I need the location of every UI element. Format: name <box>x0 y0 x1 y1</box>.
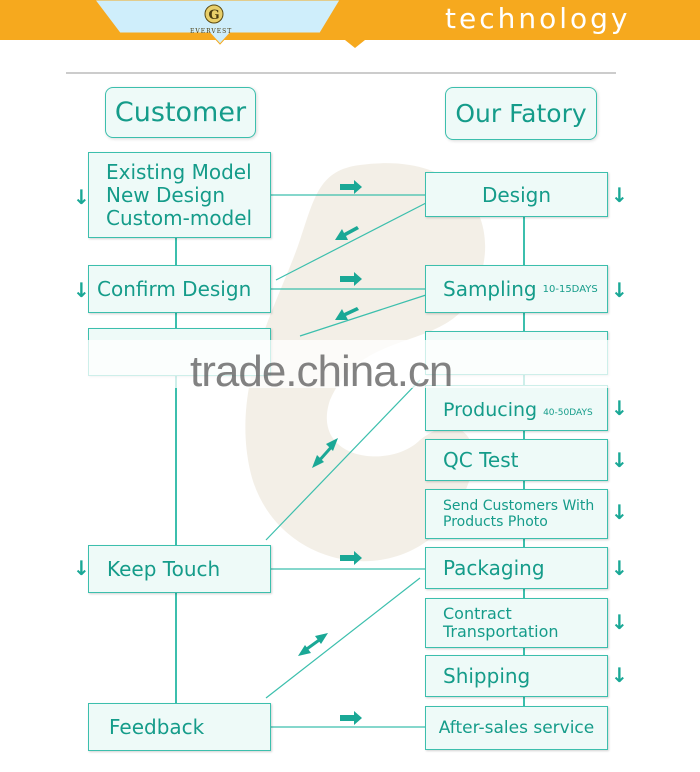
transport-line2: Transportation <box>443 622 559 641</box>
producing-label: Producing <box>443 399 538 421</box>
right-arrow-icon <box>340 272 362 286</box>
down-arrow-icon: ↓ <box>611 278 628 302</box>
design-label: Design <box>481 182 552 207</box>
factory-header: Our Fatory <box>445 87 597 140</box>
sampling-days: 10-15DAYS <box>542 283 598 295</box>
down-arrow-icon: ↓ <box>611 396 628 420</box>
connector <box>299 294 427 337</box>
arrow-head <box>312 455 324 468</box>
down-arrow-icon: ↓ <box>611 448 628 472</box>
after-sales-label: After-sales service <box>438 718 595 738</box>
left-down-arrow-icon <box>335 307 359 320</box>
send-photo-line1: Send Customers With <box>443 498 595 514</box>
down-arrow-icon: ↓ <box>73 278 90 302</box>
brand-name: EVERVEST <box>190 28 233 35</box>
connector <box>265 379 421 541</box>
customer-header: Customer <box>105 87 256 138</box>
svg-text:G: G <box>208 8 219 23</box>
right-arrow-icon <box>340 551 362 565</box>
inquiry-new: New Design <box>106 182 226 207</box>
feedback-label: Feedback <box>109 715 205 739</box>
packaging-label: Packaging <box>443 556 545 580</box>
right-arrow-icon <box>340 711 362 725</box>
factory-header-label: Our Fatory <box>455 99 587 128</box>
transport-line1: Contract <box>443 604 512 623</box>
left-down-arrow-icon <box>335 226 359 240</box>
inquiry-existing: Existing Model <box>106 159 252 184</box>
connector <box>265 577 421 699</box>
sampling-label: Sampling <box>443 277 537 301</box>
feedback-box: Feedback <box>88 703 271 751</box>
arrow-head <box>326 438 338 451</box>
keep-touch-box: Keep Touch <box>88 545 271 593</box>
watermark-band <box>80 340 620 388</box>
sampling-box: Sampling 10-15DAYS <box>425 265 608 313</box>
after-sales-box: After-sales service <box>425 706 608 750</box>
inquiry-custom: Custom-model <box>106 205 253 230</box>
down-arrow-icon: ↓ <box>611 663 628 687</box>
right-arrow-icon <box>340 180 362 194</box>
confirm-design-label: Confirm Design <box>97 277 252 301</box>
customer-header-label: Customer <box>114 97 247 128</box>
banner-tagline: technology <box>445 2 631 35</box>
design-box: Design <box>425 172 608 217</box>
keep-touch-label: Keep Touch <box>107 557 221 581</box>
down-arrow-icon: ↓ <box>611 610 628 634</box>
producing-box: Producing 40-50DAYS <box>425 385 608 431</box>
confirm-design-box: Confirm Design <box>88 265 271 313</box>
down-arrow-icon: ↓ <box>611 500 628 524</box>
arrow-head <box>315 633 328 644</box>
watermark: trade.china.cn <box>190 347 453 396</box>
down-arrow-icon: ↓ <box>73 185 90 209</box>
inquiry-box: Existing Model New Design Custom-model <box>88 152 271 238</box>
send-photo-box: Send Customers With Products Photo <box>425 489 608 539</box>
send-photo-line2: Products Photo <box>443 514 548 530</box>
shipping-label: Shipping <box>443 664 531 688</box>
logo-icon <box>204 4 224 24</box>
packaging-box: Packaging <box>425 547 608 589</box>
shipping-box: Shipping <box>425 655 608 697</box>
producing-days: 40-50DAYS <box>543 408 593 418</box>
down-arrow-icon: ↓ <box>611 556 628 580</box>
arrow-head <box>298 645 311 656</box>
down-arrow-icon: ↓ <box>611 183 628 207</box>
transportation-box: Contract Transportation <box>425 598 608 648</box>
qc-test-box: QC Test <box>425 439 608 481</box>
down-arrow-icon: ↓ <box>73 556 90 580</box>
qc-test-label: QC Test <box>443 448 519 472</box>
connector <box>275 202 427 281</box>
